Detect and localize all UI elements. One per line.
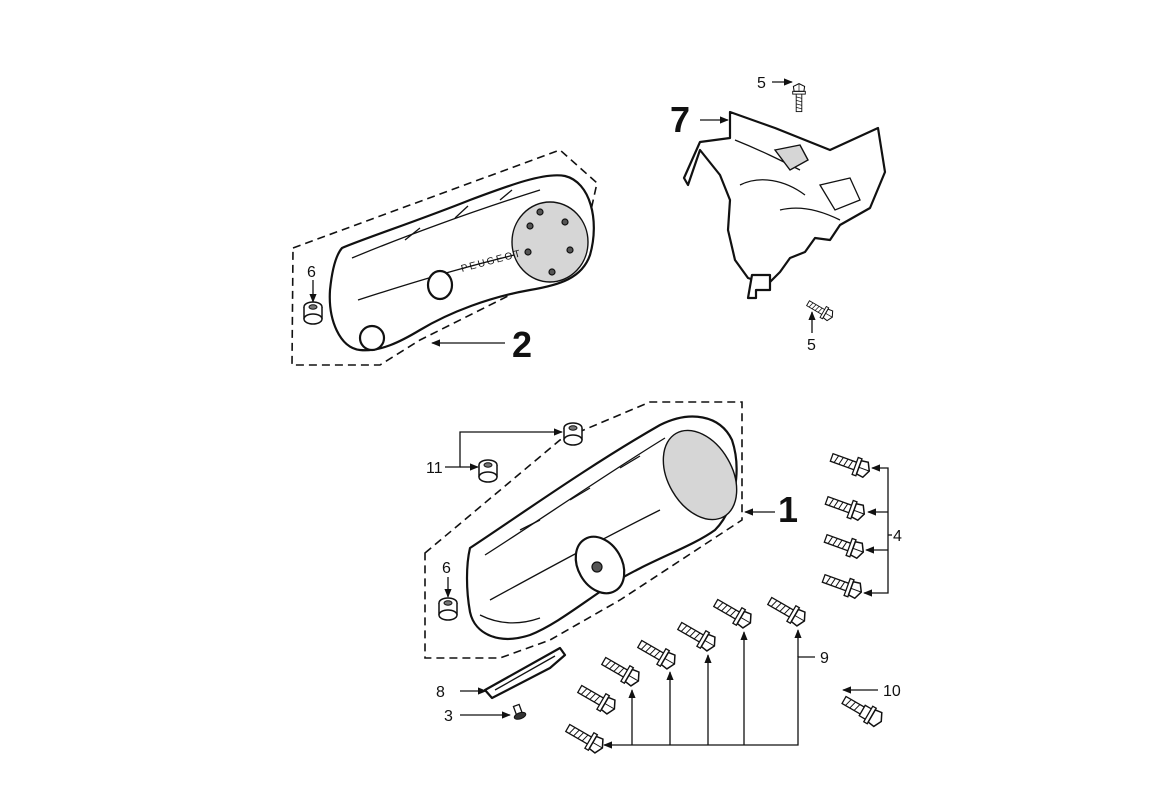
callout-8: 8 bbox=[436, 684, 445, 701]
part-1-dashed-outline bbox=[424, 401, 743, 659]
callout-7: 7 bbox=[670, 99, 690, 140]
callout-1: 1 bbox=[778, 489, 798, 530]
callout-9: 9 bbox=[820, 650, 829, 667]
part-8-guide-strip bbox=[483, 646, 567, 700]
part-9-bolt-2 bbox=[574, 680, 620, 718]
part-6-spacer-lower bbox=[438, 597, 458, 621]
callout-2: 2 bbox=[512, 324, 532, 365]
callout-10: 10 bbox=[883, 683, 901, 700]
part-4-bolt-4 bbox=[819, 569, 866, 602]
part-9-bolt-4 bbox=[634, 635, 680, 673]
part-7-air-shroud bbox=[682, 110, 887, 300]
callout-3: 3 bbox=[444, 708, 453, 725]
part-2-dashed-outline bbox=[291, 149, 598, 366]
callout-6-lower: 6 bbox=[442, 560, 451, 577]
part-1-clutch-housing bbox=[662, 429, 738, 521]
part-4-bolt-1 bbox=[827, 448, 874, 481]
part-11-spacer-a bbox=[563, 422, 583, 446]
part-3-small-screw bbox=[512, 703, 527, 720]
callout-5-bottom: 5 bbox=[807, 337, 816, 354]
part-7-shroud-body bbox=[682, 110, 887, 284]
part-9-bolt-3 bbox=[598, 652, 644, 690]
part-9-bolt-5 bbox=[674, 617, 720, 655]
callout-4: 4 bbox=[893, 528, 902, 545]
part-6-spacer-upper bbox=[303, 301, 323, 325]
part-4-bolt-2 bbox=[822, 491, 869, 524]
part-10-special-bolt bbox=[841, 695, 883, 728]
part-9-bolt-7 bbox=[764, 592, 810, 630]
part-5-bolt-top bbox=[792, 83, 806, 113]
part-2-pulley-boss bbox=[511, 201, 589, 283]
part-9-bolt-1 bbox=[562, 719, 608, 757]
callout-5-top: 5 bbox=[757, 75, 766, 92]
part-1-inner-cover bbox=[424, 401, 743, 659]
callout-11: 11 bbox=[426, 460, 443, 477]
part-2-outer-cover: PEUGEOT bbox=[291, 149, 598, 366]
part-11-spacer-b bbox=[478, 459, 498, 483]
part-9-bolt-6 bbox=[710, 594, 756, 632]
part-4-bolt-3 bbox=[821, 529, 868, 562]
leader-lines bbox=[309, 78, 892, 749]
part-5-bolt-bottom bbox=[804, 297, 836, 324]
callout-6-upper: 6 bbox=[307, 264, 316, 281]
